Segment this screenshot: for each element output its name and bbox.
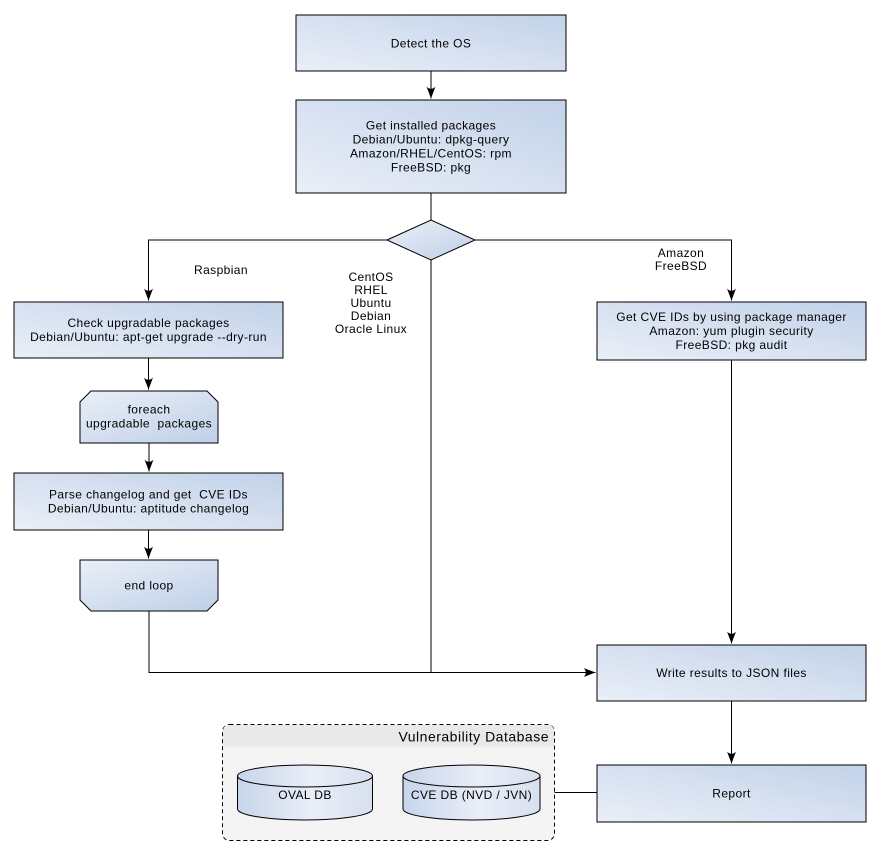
edge-labels: Raspbian CentOS RHEL Ubuntu Debian Oracl… <box>194 246 707 336</box>
parse-changelog-box <box>13 472 284 531</box>
edge-label-amazon-freebsd-line: Amazon <box>658 246 704 260</box>
cve-db-cylinder-body <box>402 776 541 821</box>
parse-changelog-line: Parse changelog and get CVE IDs <box>49 488 248 502</box>
get-cve-ids-line: Get CVE IDs by using package manager <box>616 310 847 324</box>
oval-db-cylinder-top <box>237 764 373 788</box>
node-get-installed-packages: Get installed packages Debian/Ubuntu: dp… <box>295 99 567 194</box>
os-decision-diamond <box>385 219 477 261</box>
edge-label-middle-os-line: Debian <box>351 309 391 323</box>
foreach-loop-shape <box>79 390 219 444</box>
report-label: Report <box>712 787 751 801</box>
check-upgradable-packages-line: Check upgradable packages <box>67 316 229 330</box>
node-foreach-loop: foreach upgradable packages <box>79 390 219 444</box>
node-get-cve-ids: Get CVE IDs by using package manager Ama… <box>596 301 867 361</box>
get-cve-ids-line: FreeBSD: pkg audit <box>676 338 788 352</box>
detect-os-box <box>295 14 567 72</box>
report-box <box>596 764 867 823</box>
group-vulnerability-database: Vulnerability Database OVAL DB CVE DB (N… <box>222 724 555 841</box>
edge-decision-to-get-cve <box>475 239 736 301</box>
node-oval-db: OVAL DB <box>237 764 373 821</box>
edge-decision-to-check-upgradable <box>144 239 387 301</box>
node-parse-changelog: Parse changelog and get CVE IDs Debian/U… <box>13 472 284 531</box>
foreach-loop-line: foreach <box>128 403 171 417</box>
edge-label-middle-os-line: RHEL <box>354 283 388 297</box>
edge-label-middle-os-line: Ubuntu <box>350 296 391 310</box>
check-upgradable-packages-line: Debian/Ubuntu: apt-get upgrade --dry-run <box>30 330 267 344</box>
node-detect-os: Detect the OS <box>295 14 567 72</box>
edge-endloop-to-write-results <box>148 611 596 677</box>
get-installed-packages-line: FreeBSD: pkg <box>391 161 471 175</box>
cve-db-cylinder-top <box>402 764 541 788</box>
edge-label-amazon-freebsd-line: FreeBSD <box>655 259 707 273</box>
end-loop-shape <box>79 559 219 612</box>
get-cve-ids-line: Amazon: yum plugin security <box>649 324 813 338</box>
vulnerability-database-title: Vulnerability Database <box>398 729 549 745</box>
oval-db-label: OVAL DB <box>278 788 331 802</box>
node-cve-db: CVE DB (NVD / JVN) <box>402 764 541 821</box>
cve-db-label: CVE DB (NVD / JVN) <box>411 788 532 802</box>
node-check-upgradable-packages: Check upgradable packages Debian/Ubuntu:… <box>13 301 284 359</box>
oval-db-cylinder-body <box>237 776 373 821</box>
end-loop-label: end loop <box>124 579 173 593</box>
node-report: Report <box>596 764 867 823</box>
check-upgradable-packages-box <box>13 301 284 359</box>
get-installed-packages-line: Debian/Ubuntu: dpkg-query <box>353 133 510 147</box>
edge-label-middle-os-line: Oracle Linux <box>335 322 407 336</box>
node-write-results: Write results to JSON files <box>596 644 867 702</box>
get-installed-packages-box <box>295 99 567 194</box>
edge-label-raspbian: Raspbian <box>194 263 248 277</box>
get-installed-packages-line: Get installed packages <box>366 119 496 133</box>
edge-label-middle-os-line: CentOS <box>348 270 393 284</box>
detect-os-label: Detect the OS <box>391 37 472 51</box>
node-os-decision <box>385 219 477 261</box>
write-results-box <box>596 644 867 702</box>
get-cve-ids-box <box>596 301 867 361</box>
write-results-label: Write results to JSON files <box>656 666 807 680</box>
parse-changelog-line: Debian/Ubuntu: aptitude changelog <box>48 502 249 516</box>
node-end-loop: end loop <box>79 559 219 612</box>
vulnerability-database-header-band <box>223 725 554 747</box>
foreach-loop-line: upgradable packages <box>86 417 212 431</box>
edges <box>144 71 736 793</box>
get-installed-packages-line: Amazon/RHEL/CentOS: rpm <box>350 147 512 161</box>
